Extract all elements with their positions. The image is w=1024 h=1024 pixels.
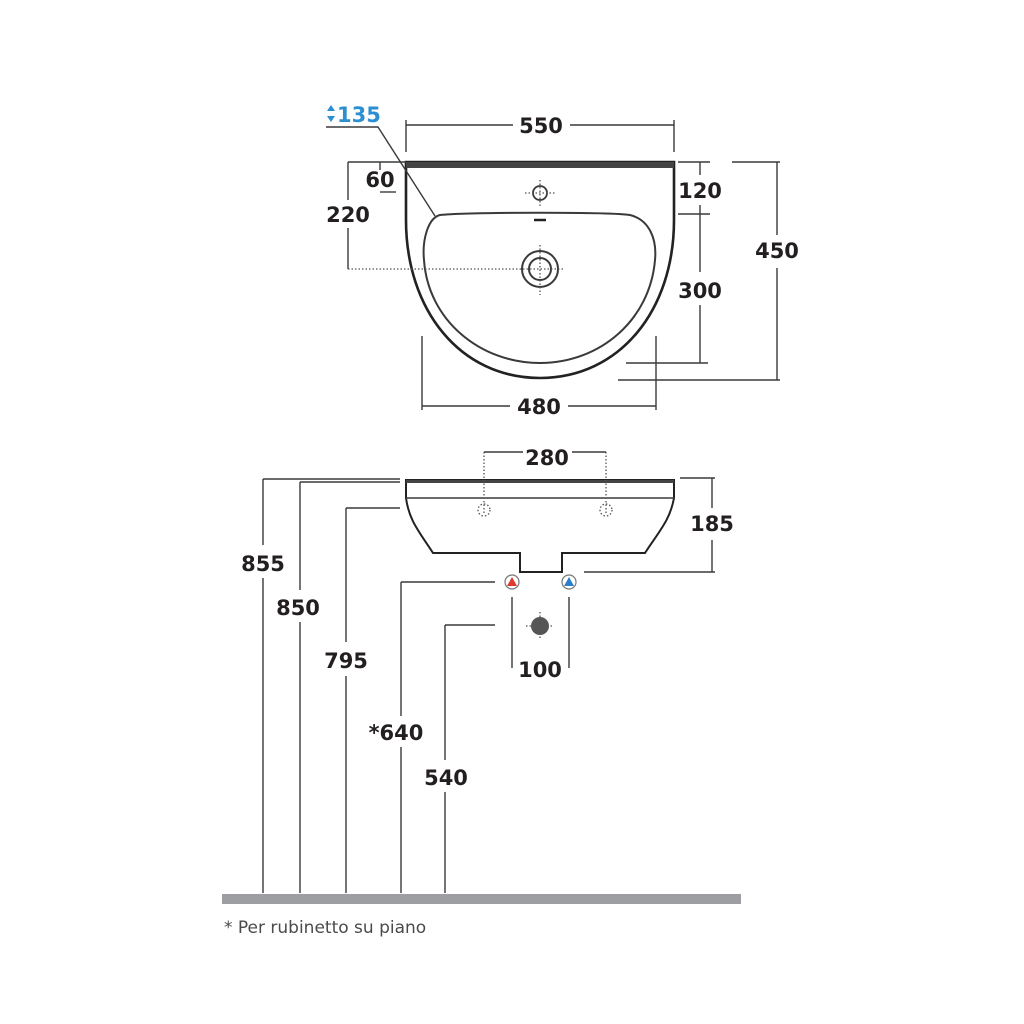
dim-tap-offset: 60 bbox=[365, 168, 394, 192]
front-view: 280 185 100 855 850 795 bbox=[222, 446, 741, 904]
height-arrows-icon bbox=[327, 105, 335, 122]
dim-supply-spacing: 100 bbox=[518, 658, 562, 682]
dim-drain-side: 220 bbox=[326, 203, 370, 227]
dim-tap-spacing: 280 bbox=[525, 446, 569, 470]
dim-height-supply: *640 bbox=[369, 721, 424, 745]
dim-height-drain: 540 bbox=[424, 766, 468, 790]
dim-height-rim: 850 bbox=[276, 596, 320, 620]
dim-width-total: 550 bbox=[519, 114, 563, 138]
dim-basin-height: 185 bbox=[690, 512, 734, 536]
basin-rim-back bbox=[406, 162, 674, 168]
top-view: 550 135 60 220 120 300 450 480 bbox=[326, 103, 799, 419]
basin-outline bbox=[404, 160, 676, 380]
dim-depth-overflow: 135 bbox=[337, 103, 381, 127]
floor-line bbox=[222, 894, 741, 904]
footnote: * Per rubinetto su piano bbox=[224, 918, 426, 938]
dim-depth-total: 450 bbox=[755, 239, 799, 263]
tap-hole-left-icon bbox=[477, 503, 491, 517]
tap-hole-right-icon bbox=[599, 503, 613, 517]
dim-height-top: 855 bbox=[241, 552, 285, 576]
dim-width-bowl: 480 bbox=[517, 395, 561, 419]
bowl-outline bbox=[422, 211, 657, 365]
basin-front-outline bbox=[405, 479, 675, 573]
dim-height-bowl-bottom: 795 bbox=[324, 649, 368, 673]
dim-bowl-depth: 300 bbox=[678, 279, 722, 303]
dim-tap-to-bowl: 120 bbox=[678, 179, 722, 203]
